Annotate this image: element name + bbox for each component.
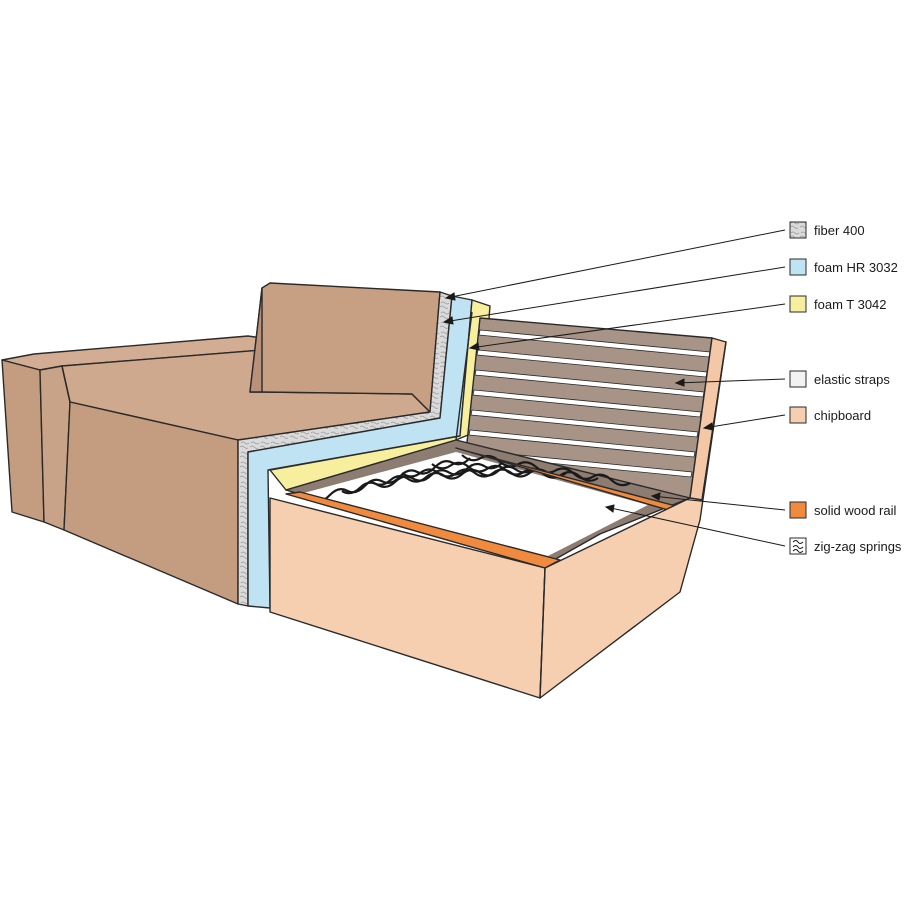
- legend-label: foam HR 3032: [814, 260, 898, 275]
- legend-label: elastic straps: [814, 372, 890, 387]
- callout-foam-hr: [443, 266, 786, 323]
- zig-zag-spring: [431, 461, 599, 482]
- elastic-strap: [474, 369, 705, 398]
- legend-item-elastic: elastic straps: [789, 370, 890, 388]
- elastic-strap: [472, 389, 702, 418]
- legend-item-springs: zig-zag springs: [789, 537, 902, 555]
- callout-springs: [605, 506, 786, 547]
- white-spring-area: [300, 452, 648, 556]
- legend-label: chipboard: [814, 408, 871, 423]
- foam-hr-swatch: [789, 258, 807, 276]
- callout-lines: [442, 229, 786, 547]
- legend-item-fiber: fiber 400: [789, 221, 865, 239]
- chipboard-swatch: [789, 406, 807, 424]
- legend: fiber 400 foam HR 3032 foam T 3042 elastic …: [789, 221, 902, 555]
- legend-item-foam_hr: foam HR 3032: [789, 258, 898, 276]
- upholstered-section: [1, 282, 441, 605]
- callout-fiber: [445, 229, 786, 299]
- chipboard-corner-line: [539, 567, 546, 699]
- zig-zag-springs: [311, 454, 631, 503]
- seat-divider-line: [61, 365, 71, 403]
- legend-label: foam T 3042: [814, 297, 887, 312]
- wood-rail-swatch: [789, 501, 807, 519]
- legend-label: zig-zag springs: [814, 539, 902, 554]
- chipboard-box: [269, 341, 727, 699]
- backrest-side: [249, 287, 263, 393]
- callout-chipboard: [703, 414, 786, 429]
- callout-wood-rail: [651, 495, 786, 511]
- legend-label: solid wood rail: [814, 503, 896, 518]
- elastic-strap: [468, 429, 696, 458]
- foam-t-inner-edge: [455, 311, 473, 441]
- legend-item-chipboard: chipboard: [789, 406, 871, 424]
- zig-zag-spring: [311, 457, 471, 503]
- elastic-swatch: [789, 370, 807, 388]
- callout-foam-t: [469, 303, 786, 349]
- callout-elastic: [675, 378, 786, 384]
- chipboard-side: [539, 341, 727, 699]
- backrest-front: [249, 282, 441, 413]
- legend-item-wood: solid wood rail: [789, 501, 896, 519]
- fiber-swatch: [789, 221, 807, 239]
- elastic-strap: [470, 409, 699, 438]
- spring-glyph-icon: [792, 540, 804, 553]
- seat-interior: [285, 439, 691, 569]
- foam-t-swatch: [789, 295, 807, 313]
- legend-item-foam_t: foam T 3042: [789, 295, 887, 313]
- legend-label: fiber 400: [814, 223, 865, 238]
- left-arm-front: [1, 359, 45, 523]
